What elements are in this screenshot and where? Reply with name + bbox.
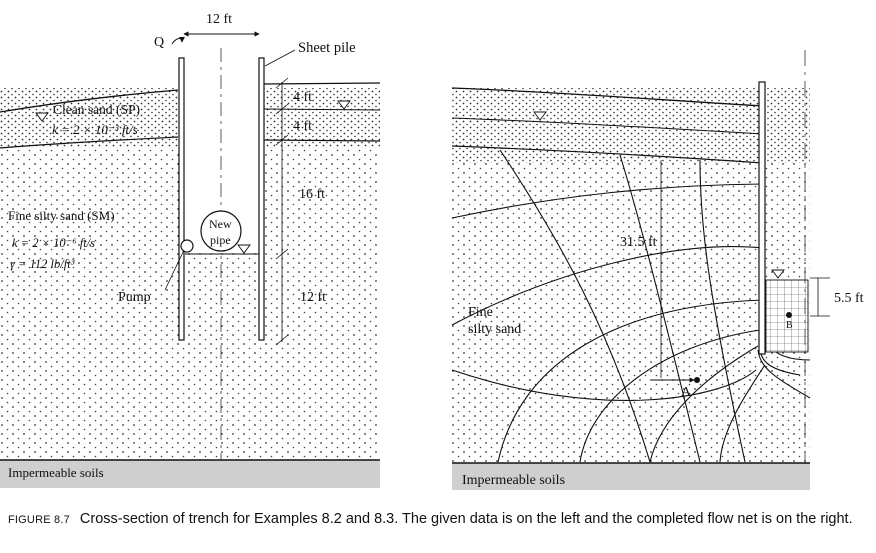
left-panel-given-data: 12 ft Q Sheet pile 4 ft 4 ft 16 ft 12 ft…	[0, 12, 381, 488]
trench-water-symbol	[237, 244, 251, 254]
dim-4ft-upper: 4 ft	[293, 90, 312, 105]
new-pipe-icon	[200, 210, 242, 252]
dim-tick-e	[275, 334, 289, 346]
q-label: Q	[154, 35, 164, 50]
water-table-line	[263, 108, 381, 111]
clean-sand-bottom-line	[0, 136, 179, 149]
right-clean-sand-layer	[452, 88, 810, 163]
pump-label: Pump	[118, 290, 151, 305]
point-a-label: A	[681, 385, 692, 400]
right-impermeable-layer	[452, 463, 810, 490]
right-impermeable-label: Impermeable soils	[462, 473, 565, 488]
right-sheet-pile	[258, 57, 265, 341]
dim-16ft: 16 ft	[299, 187, 325, 202]
discharge-arrow-icon	[171, 36, 185, 45]
impermeable-layer	[0, 460, 380, 488]
point-b-label: B	[786, 320, 793, 331]
new-pipe-label-line2: pipe	[210, 233, 231, 247]
water-table-symbol	[337, 100, 351, 110]
left-impermeable-label: Impermeable soils	[8, 465, 104, 480]
fine-silty-sand-label-line2: silty sand	[468, 322, 521, 337]
dim-tick-b	[275, 103, 289, 115]
silty-sand-unit-weight: γ = 112 lb/ft³	[10, 257, 75, 271]
point-a-marker	[694, 377, 700, 383]
silty-sand-label: Fine silty sand (SM)	[8, 208, 115, 223]
sheet-pile-label: Sheet pile	[298, 40, 356, 56]
figure-caption: FIGURE 8.7 Cross-section of trench for Ex…	[8, 509, 868, 530]
ground-surface-line-right	[263, 82, 381, 85]
sheet-pile-leader	[264, 49, 296, 67]
right-water-table-line	[451, 117, 764, 135]
silty-sand-permeability: k = 2 × 10⁻⁶ ft/s	[12, 236, 95, 250]
caption-text: Cross-section of trench for Examples 8.2…	[79, 511, 853, 527]
right-panel-flow-net: 31.5 ft 5.5 ft Fine silty sand A B Imper…	[451, 50, 864, 490]
clean-sand-label: Clean sand (SP)	[53, 102, 140, 117]
dim-tick-c	[275, 134, 289, 146]
right-water-table-symbol	[533, 111, 547, 121]
dim-tick-d	[275, 248, 289, 260]
dim-31-5-label: 31.5 ft	[620, 235, 657, 250]
new-pipe-label-line1: New	[209, 217, 232, 231]
right-sheet-pile	[758, 81, 766, 355]
flow-net-lines	[451, 149, 811, 463]
dim-5-5-label: 5.5 ft	[834, 291, 864, 306]
right-silty-sand-layer	[452, 163, 810, 463]
fine-silty-sand-label-line1: Fine	[468, 305, 493, 320]
clean-sand-bottom-line-right	[263, 139, 381, 142]
width-dimension-label: 12 ft	[206, 12, 232, 27]
dim-tick-a	[275, 77, 289, 89]
ground-surface-line	[0, 89, 179, 113]
pump-leader	[164, 249, 185, 291]
clean-sand-permeability: k = 2 × 10⁻³ ft/s	[52, 122, 138, 137]
figure-number: FIGURE 8.7	[8, 514, 70, 526]
point-b-marker	[786, 312, 792, 318]
trench-cross-section-figure: 12 ft Q Sheet pile 4 ft 4 ft 16 ft 12 ft…	[0, 12, 864, 490]
dim-12ft: 12 ft	[300, 290, 326, 305]
right-ground-surface-line	[451, 87, 764, 107]
pump-icon	[180, 239, 194, 253]
trench-water-symbol-right	[771, 269, 785, 279]
dim-4ft-lower: 4 ft	[293, 119, 312, 134]
water-table-symbol-left	[35, 112, 49, 122]
left-sheet-pile	[178, 57, 185, 341]
right-clean-sand-bottom-line	[451, 145, 764, 164]
